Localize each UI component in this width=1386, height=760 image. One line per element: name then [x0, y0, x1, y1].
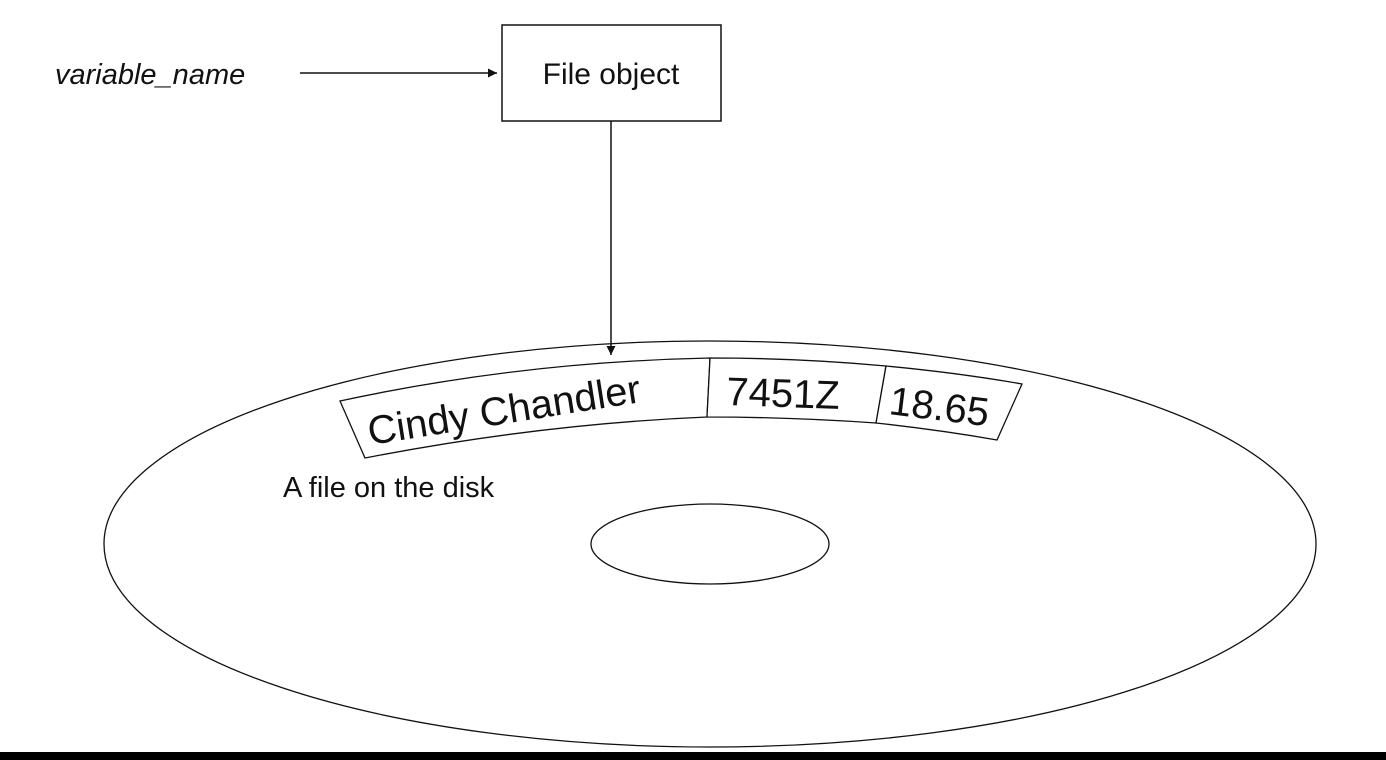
- file-object-label: File object: [543, 58, 680, 91]
- variable-name-label: variable_name: [55, 59, 245, 91]
- file-object-box: [501, 24, 722, 122]
- record-field-id: 7451Z: [726, 370, 841, 418]
- disk-caption: A file on the disk: [283, 472, 495, 504]
- disk-outer-ellipse: [103, 340, 1317, 748]
- bottom-bar: [0, 752, 1386, 760]
- disk-inner-hole: [590, 503, 830, 585]
- record-field-amount-outline: [875, 365, 1023, 441]
